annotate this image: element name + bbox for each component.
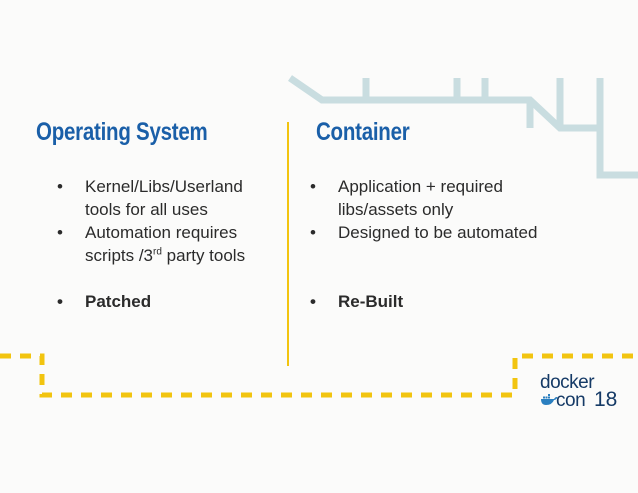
bullet-text-part: Automation requires scripts /3 [85,223,238,265]
bullet-text: Kernel/Libs/Userland tools for all uses [85,177,243,219]
bullet-text: Re-Built [338,292,404,311]
bullet-item: Re-Built [310,290,550,313]
bullet-text: Application + required libs/assets only [338,177,503,219]
logo-word-con: con [556,390,586,411]
bullet-item: Designed to be automated [310,221,550,244]
bullet-item: Automation requires scripts /3rd party t… [57,221,282,267]
bullet-item: Kernel/Libs/Userland tools for all uses [57,175,282,221]
bullet-text-part: party tools [161,246,246,265]
logo-word-docker: docker [540,372,595,393]
operating-system-heading: Operating System [36,118,208,146]
operating-system-bullet-list: Kernel/Libs/Userland tools for all uses … [57,175,282,313]
container-heading: Container [316,118,410,146]
bullet-text-superscript: rd [153,246,162,258]
container-bullet-list: Application + required libs/assets only … [310,175,550,313]
bullet-text: Designed to be automated [338,223,538,242]
bullet-text: Patched [85,292,152,311]
column-divider [287,122,289,366]
docker-whale-icon [541,394,558,405]
logo-number: 18 [594,388,618,411]
bullet-item: Patched [57,290,282,313]
bullet-item: Application + required libs/assets only [310,175,550,221]
dockercon-logo: docker con 18 [540,372,620,418]
pipe-decoration [288,75,638,179]
